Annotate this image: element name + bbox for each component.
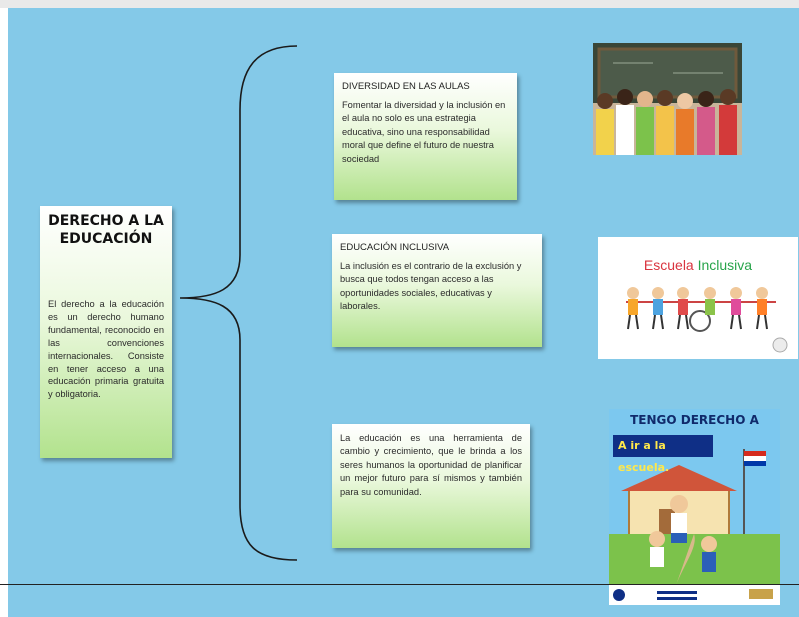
card-body: Fomentar la diversidad y la inclusión en… [342,100,506,164]
main-title: DERECHO A LA EDUCACIÓN [48,212,164,248]
escuela-word: Escuela [643,257,694,273]
classroom-children-photo [593,43,742,155]
poster-title: TENGO DERECHO A [630,413,759,427]
main-description: El derecho a la educación es un derecho … [48,299,164,400]
escuela-inclusiva-image: Escuela Inclusiva [598,237,798,359]
children-holding-hands-icon [626,287,788,353]
main-title-line2: EDUCACIÓN [59,231,153,248]
bottom-rule [0,584,799,585]
card-educacion-inclusiva: EDUCACIÓN INCLUSIVA La inclusión es el c… [332,234,542,347]
inclusiva-word: Inclusiva [697,257,753,273]
card-herramienta-cambio: La educación es una herramienta de cambi… [332,424,530,548]
main-title-line1: DERECHO A LA [48,213,164,229]
card-body: La educación es una herramienta de cambi… [340,433,522,497]
card-diversidad: DIVERSIDAD EN LAS AULAS Fomentar la dive… [334,73,517,200]
card-body: La inclusión es el contrario de la exclu… [340,261,522,312]
escuela-inclusiva-label: Escuela Inclusiva [598,257,798,273]
tengo-derecho-poster: TENGO DERECHO A A ir a la escuela. [609,409,780,605]
top-strip [0,0,799,8]
main-concept-card: DERECHO A LA EDUCACIÓN El derecho a la e… [40,206,172,458]
poster-illustration [609,409,780,605]
card-title: EDUCACIÓN INCLUSIVA [340,242,450,253]
card-title: DIVERSIDAD EN LAS AULAS [342,81,470,92]
poster-banner: A ir a la escuela. [613,435,713,474]
